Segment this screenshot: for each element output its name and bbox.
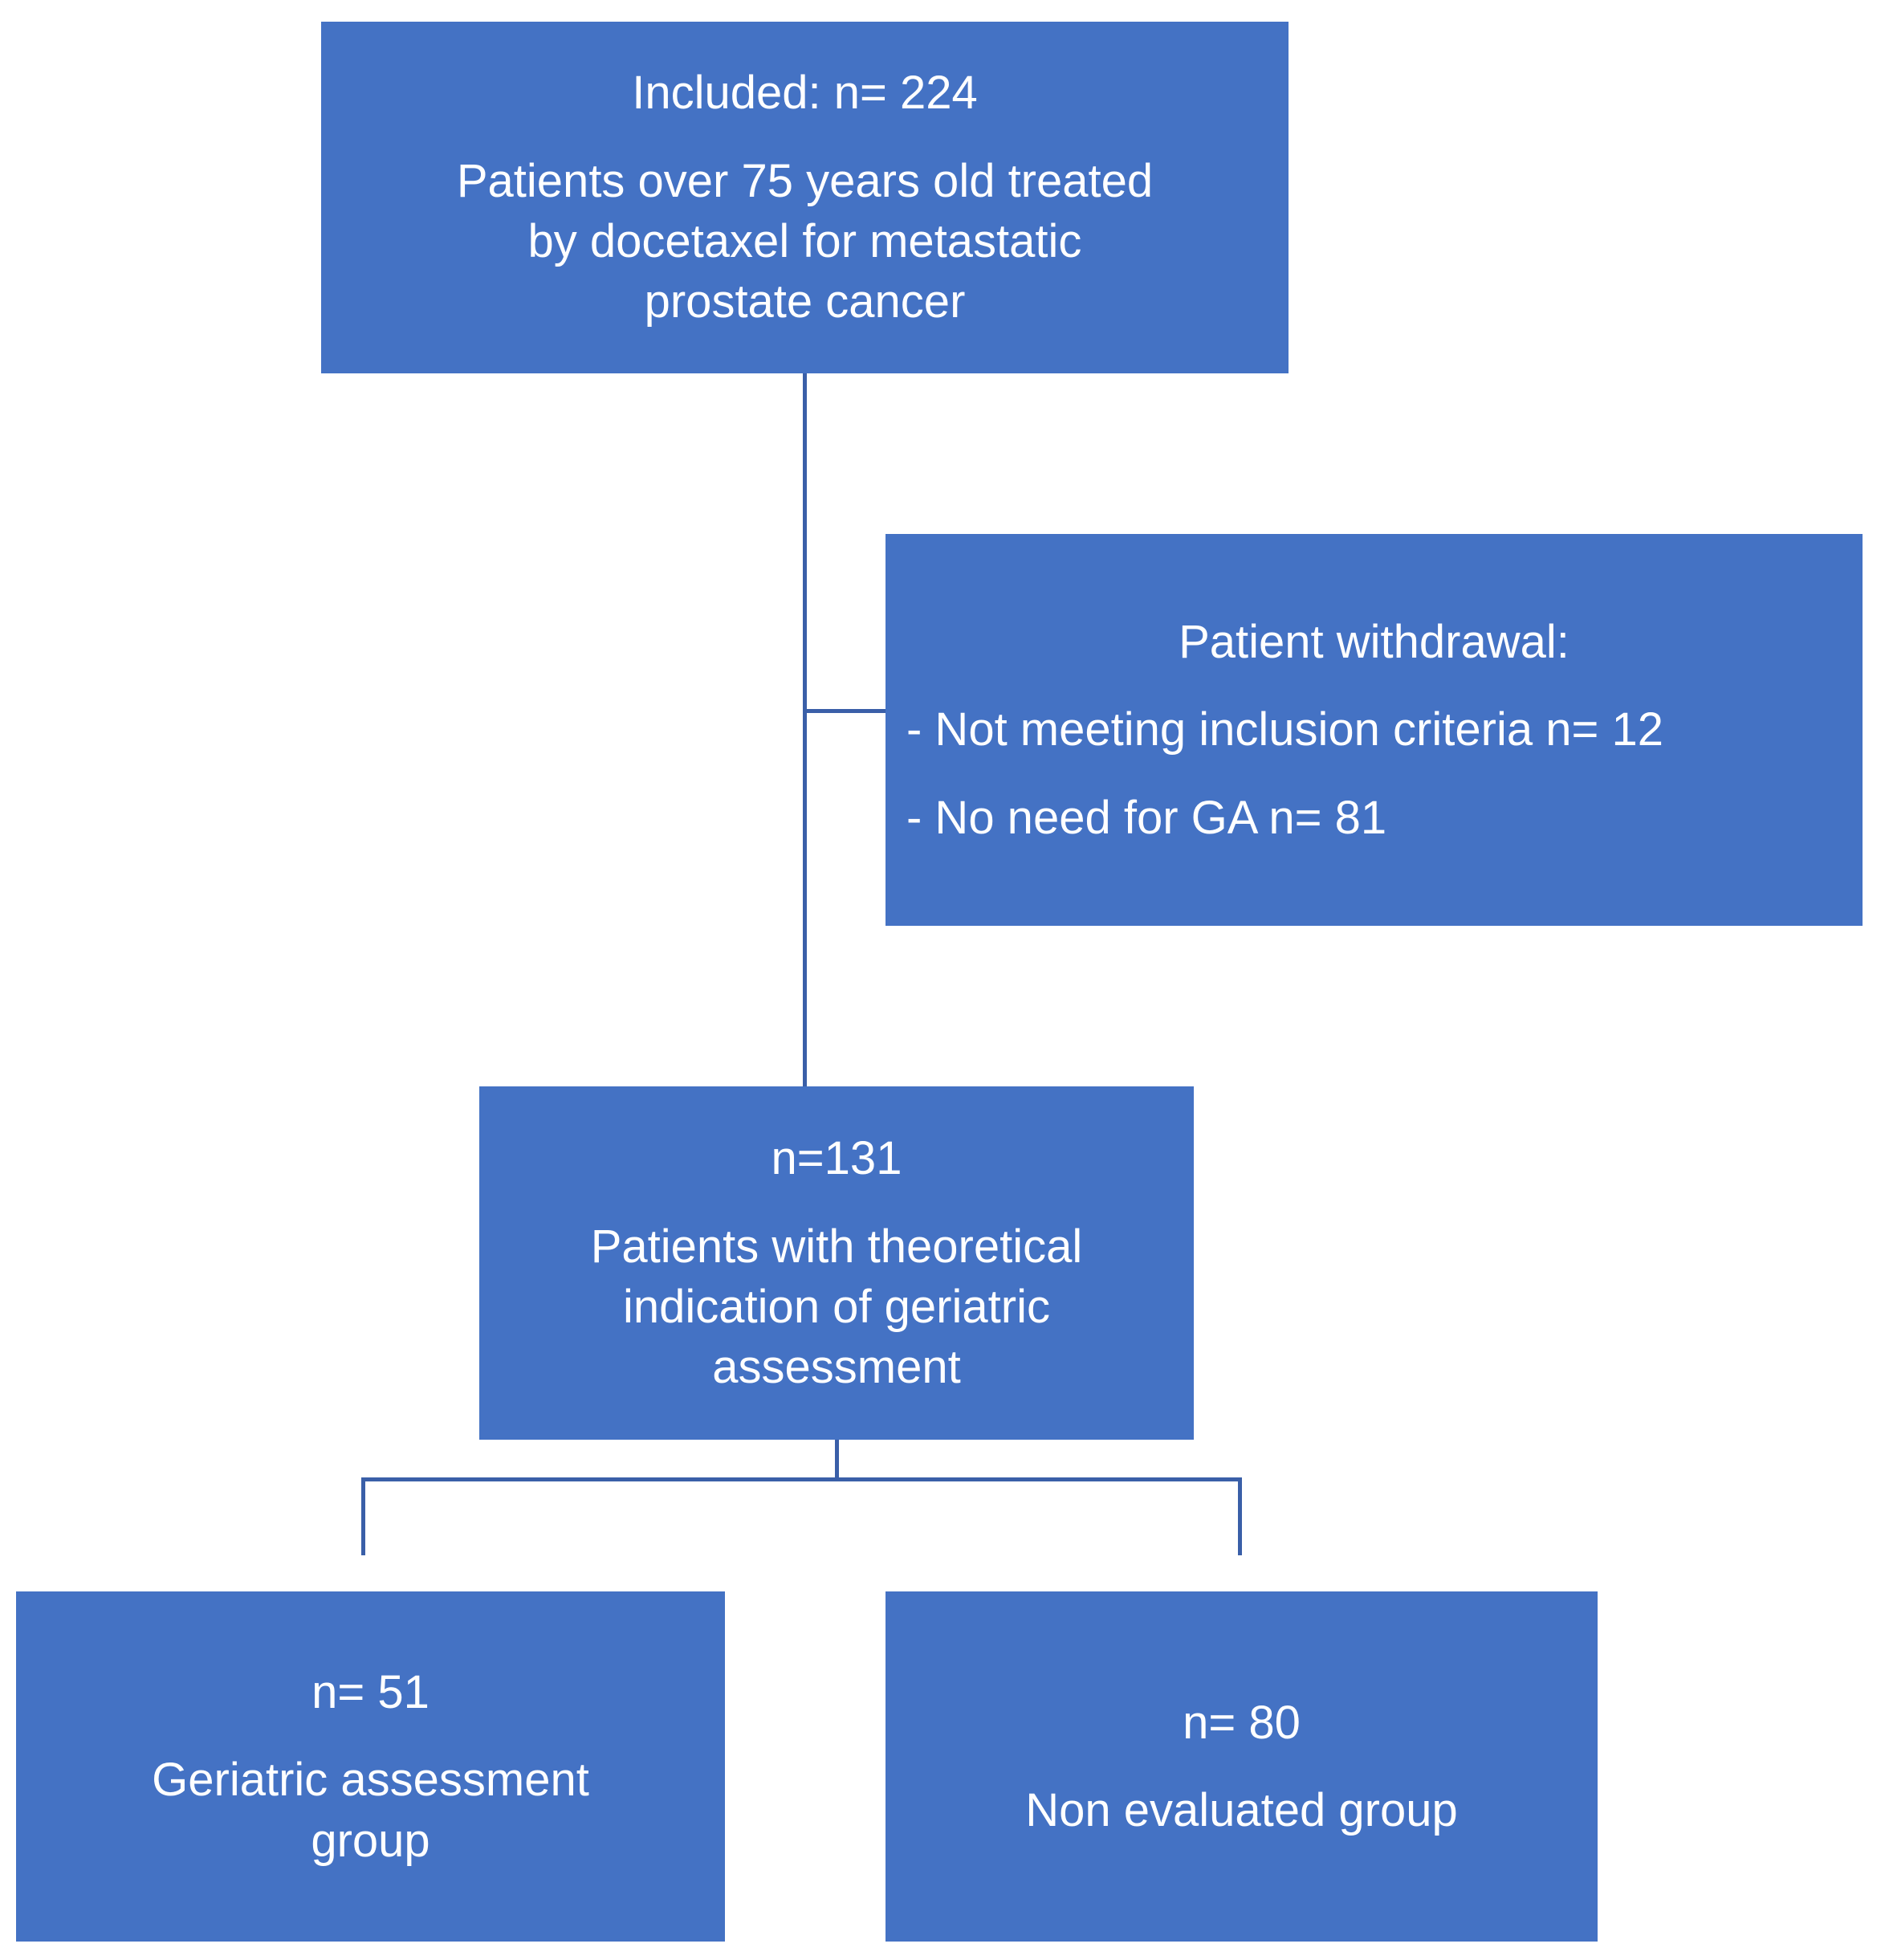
- withdrawal-item-1: - Not meeting inclusion criteria n= 12: [906, 703, 1663, 756]
- eligible-heading: n=131: [771, 1132, 902, 1185]
- non-evaluated-group-body-line-1: Non evaluated group: [1025, 1784, 1458, 1836]
- edge-split-to-non-evaluated-group: [1238, 1477, 1242, 1555]
- withdrawal-item-2: - No need for GA n= 81: [906, 791, 1387, 844]
- edge-eligible-split-bar: [361, 1477, 1242, 1481]
- ga-group-body-line-1: Geriatric assessment: [152, 1754, 589, 1807]
- edge-split-to-ga-group: [361, 1477, 365, 1555]
- eligible-body-line-2: indication of geriatric: [623, 1281, 1050, 1333]
- edge-eligible-split-stem: [835, 1440, 839, 1480]
- included-body-line-2: by docetaxel for metastatic: [527, 215, 1082, 267]
- included-body-line-1: Patients over 75 years old treated: [456, 154, 1154, 207]
- eligible-body-line-1: Patients with theoretical: [590, 1220, 1083, 1273]
- included-body-line-3: prostate cancer: [644, 275, 966, 328]
- geriatric-assessment-group-box: n= 51 Geriatric assessment group: [16, 1591, 725, 1942]
- ga-group-body-line-2: group: [311, 1814, 430, 1867]
- non-evaluated-group-box: n= 80 Non evaluated group: [886, 1591, 1598, 1942]
- withdrawal-box: Patient withdrawal: - Not meeting inclus…: [886, 534, 1863, 926]
- eligible-box: n=131 Patients with theoretical indicati…: [479, 1086, 1194, 1440]
- edge-included-to-eligible: [803, 373, 807, 1088]
- non-evaluated-group-heading: n= 80: [1183, 1696, 1301, 1749]
- edge-included-to-withdrawal: [803, 709, 887, 713]
- ga-group-heading: n= 51: [311, 1665, 430, 1718]
- withdrawal-heading: Patient withdrawal:: [1179, 615, 1569, 668]
- eligible-body-line-3: assessment: [712, 1341, 961, 1394]
- included-heading: Included: n= 224: [632, 67, 978, 120]
- included-box: Included: n= 224 Patients over 75 years …: [321, 22, 1289, 373]
